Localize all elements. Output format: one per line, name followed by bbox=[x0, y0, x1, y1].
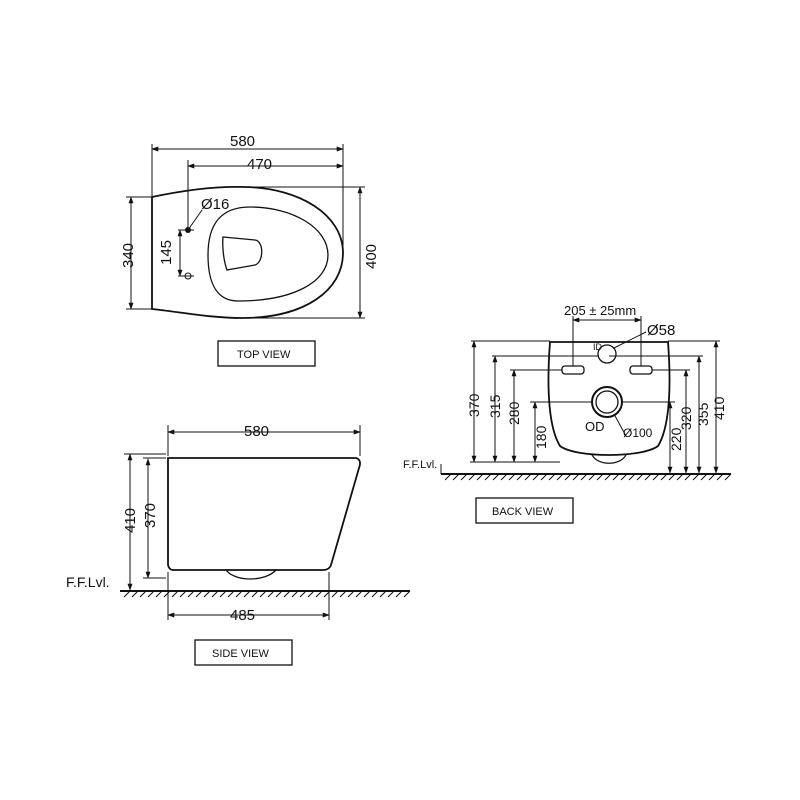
dim-d100: Ø100 bbox=[623, 426, 653, 440]
top-view-outline bbox=[151, 185, 344, 319]
dim-180-back: 180 bbox=[533, 425, 549, 449]
dim-370-back: 370 bbox=[466, 393, 482, 417]
od-label: OD bbox=[585, 419, 605, 434]
back-view-label: BACK VIEW bbox=[492, 506, 554, 518]
side-view-label: SIDE VIEW bbox=[212, 648, 269, 660]
dim-410-side: 410 bbox=[122, 508, 139, 533]
dim-340-top: 340 bbox=[120, 243, 137, 268]
back-view-trap bbox=[591, 454, 627, 464]
dim-470-top: 470 bbox=[247, 156, 272, 173]
ffl-label-back: F.F.Lvl. bbox=[403, 459, 437, 471]
dim-220-back: 220 bbox=[668, 427, 684, 451]
dim-580-top: 580 bbox=[230, 133, 255, 150]
back-floor-hatch bbox=[444, 473, 732, 481]
back-view: ID Ø58 OD Ø100 205 ± 25mm 370 315 280 18… bbox=[403, 303, 732, 524]
dim-315-back: 315 bbox=[487, 394, 503, 418]
dim-280-back: 280 bbox=[506, 401, 522, 425]
outlet-pipe-inner bbox=[595, 390, 619, 414]
inlet-pipe bbox=[597, 344, 617, 364]
top-view: 145 Ø16 580 470 340 400 TOP VIEW bbox=[120, 133, 380, 367]
id-label: ID bbox=[593, 342, 603, 352]
dim-580-side: 580 bbox=[244, 423, 269, 440]
dim-355-back: 355 bbox=[695, 402, 711, 426]
side-floor-hatch bbox=[123, 590, 411, 598]
side-view: 580 485 410 370 F.F.Lvl. SIDE VIEW bbox=[66, 423, 411, 666]
side-view-trap bbox=[225, 569, 277, 580]
dim-410-back: 410 bbox=[711, 396, 727, 420]
dim-205: 205 ± 25mm bbox=[564, 303, 636, 318]
dim-d58: Ø58 bbox=[647, 322, 675, 339]
ffl-label-side: F.F.Lvl. bbox=[66, 574, 110, 590]
dim-145-top: 145 bbox=[158, 240, 175, 265]
top-view-inner-rim bbox=[207, 206, 329, 302]
dim-d16: Ø16 bbox=[201, 196, 229, 213]
side-view-outline bbox=[167, 457, 361, 571]
top-view-trap-opening bbox=[222, 236, 263, 271]
dim-370-side: 370 bbox=[142, 503, 159, 528]
top-view-label: TOP VIEW bbox=[237, 349, 291, 361]
dim-400-top: 400 bbox=[363, 244, 380, 269]
dim-485-side: 485 bbox=[230, 607, 255, 624]
dim-320-back: 320 bbox=[678, 406, 694, 430]
